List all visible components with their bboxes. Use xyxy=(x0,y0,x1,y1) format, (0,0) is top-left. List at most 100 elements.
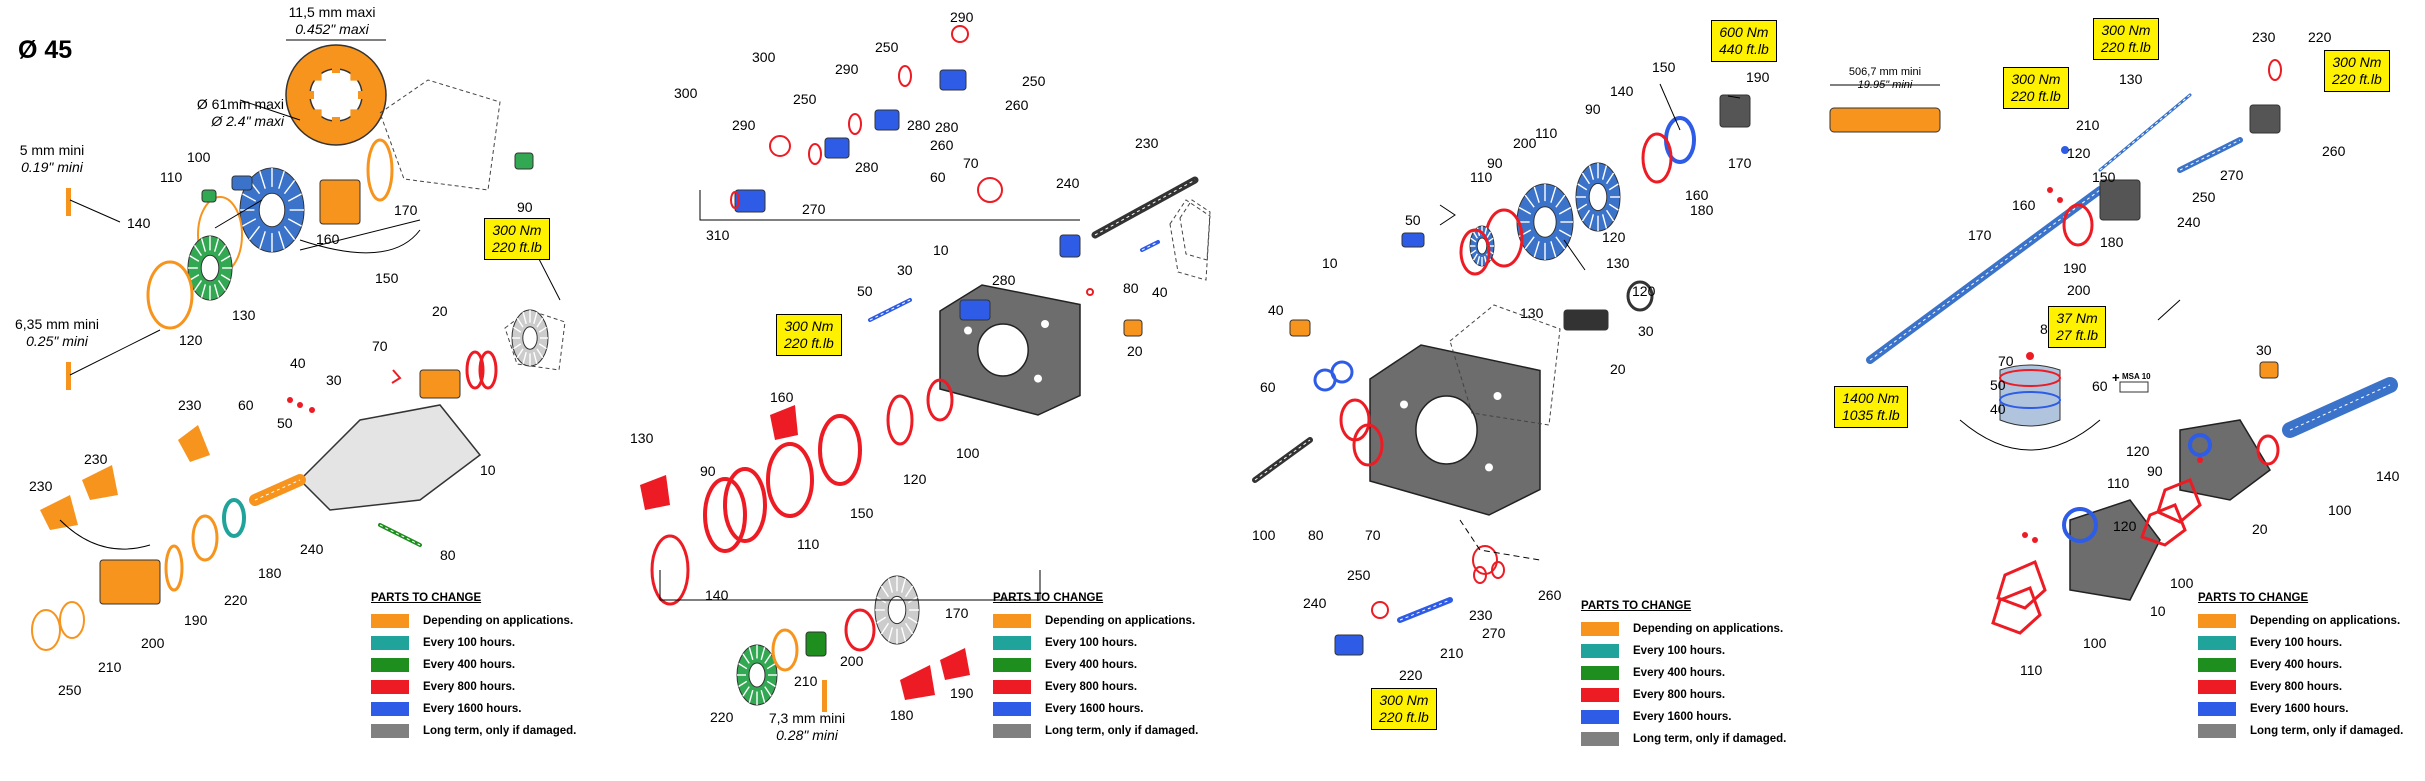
seal-ring xyxy=(808,143,822,165)
part-number-label: 60 xyxy=(930,169,946,185)
torque-ftlb: 1035 ft.lb xyxy=(1842,407,1900,423)
part-number-label: 120 xyxy=(2067,145,2091,161)
gear-part xyxy=(1575,162,1621,232)
dimension-imperial: 0.28" mini xyxy=(776,727,838,743)
legend-swatch xyxy=(371,702,409,716)
gear-tooth xyxy=(512,343,522,350)
shaft-thread xyxy=(1141,241,1159,251)
part-number-label: 250 xyxy=(875,39,899,55)
legend-row: Every 1600 hours. xyxy=(993,698,1198,720)
torque-spec-box: 300 Nm 220 ft.lb xyxy=(776,314,842,356)
gear-tooth xyxy=(880,622,890,635)
part-number-label: 80 xyxy=(1123,280,1139,296)
o-ring-part xyxy=(309,407,315,413)
legend-swatch xyxy=(371,636,409,650)
legend-row: Every 100 hours. xyxy=(371,632,576,654)
gear-tooth xyxy=(738,680,748,688)
legend-row: Depending on applications. xyxy=(993,610,1198,632)
gear-tooth xyxy=(189,255,200,262)
plug-part xyxy=(1123,319,1143,337)
part-number-label: 180 xyxy=(2100,234,2124,250)
torque-spec-box: 1400 Nm 1035 ft.lb xyxy=(1834,386,1908,428)
part-number-label: 140 xyxy=(127,215,151,231)
part-number-label: 220 xyxy=(1399,667,1423,683)
gear-tooth xyxy=(1558,229,1572,238)
seal-ring xyxy=(730,191,740,209)
part-number-label: 60 xyxy=(238,397,254,413)
part-number-label: 130 xyxy=(2119,71,2143,87)
bracket-line xyxy=(59,519,151,550)
seal-ring xyxy=(926,378,954,422)
legend-row: Depending on applications. xyxy=(371,610,576,632)
ghost-housing-outline xyxy=(1179,199,1211,261)
gear-part xyxy=(239,167,305,253)
seal-ring xyxy=(1999,369,2061,387)
part-number-label: 40 xyxy=(1152,284,1168,300)
seal-ring xyxy=(1996,559,2047,610)
part-number-label: 220 xyxy=(2308,29,2332,45)
ghost-housing-outline xyxy=(379,79,501,191)
o-ring-part xyxy=(2022,532,2028,538)
bracket-part xyxy=(900,665,935,700)
o-ring-part xyxy=(2032,537,2038,543)
tool-label: MSA 10 xyxy=(2122,372,2151,381)
o-ring-part xyxy=(2197,457,2203,463)
legend-row: Every 1600 hours. xyxy=(1581,706,1786,728)
shaft-part xyxy=(1563,309,1609,331)
part-number-label: 250 xyxy=(1022,73,1046,89)
legend-swatch xyxy=(993,680,1031,694)
gear-tooth xyxy=(900,627,907,642)
gear-tooth xyxy=(283,225,296,241)
part-number-label: 270 xyxy=(802,201,826,217)
o-ring-part xyxy=(297,402,303,408)
torque-nm: 300 Nm xyxy=(2332,54,2382,70)
gear-tooth xyxy=(220,255,231,262)
dimension-callout-thickness: 11,5 mm maxi 0.452" maxi xyxy=(262,4,402,38)
legend-label: Depending on applications. xyxy=(2250,615,2401,627)
gear-tooth xyxy=(1601,165,1608,180)
legend-row: Every 100 hours. xyxy=(993,632,1198,654)
plug-part xyxy=(514,152,534,170)
seal-ring xyxy=(1472,545,1498,575)
part-number-label: 200 xyxy=(2067,282,2091,298)
gear-tooth xyxy=(907,616,918,624)
spline-tooth xyxy=(350,109,359,118)
gear-tooth xyxy=(1533,241,1540,258)
bushing-part xyxy=(1059,234,1081,258)
part-number-label: 110 xyxy=(1535,125,1558,141)
legend-heading: PARTS TO CHANGE xyxy=(993,592,1104,604)
torque-ftlb: 220 ft.lb xyxy=(492,239,542,255)
torque-nm: 300 Nm xyxy=(784,318,834,334)
legend-heading: PARTS TO CHANGE xyxy=(2198,592,2309,604)
legend-label: Depending on applications. xyxy=(1045,615,1196,627)
part-number-label: 150 xyxy=(850,505,874,521)
gear-tooth xyxy=(217,244,227,256)
parts-to-change-legend: PARTS TO CHANGE Depending on applications… xyxy=(993,592,1198,742)
pump-housing-body xyxy=(1369,344,1541,516)
legend-swatch xyxy=(993,724,1031,738)
seal-ring xyxy=(1999,391,2061,409)
part-number-label: 90 xyxy=(700,463,716,479)
gear-tooth xyxy=(766,662,776,670)
part-number-label: 100 xyxy=(2170,575,2194,591)
part-number-label: 200 xyxy=(840,653,864,669)
part-number-label: 240 xyxy=(2177,214,2201,230)
legend-label: Every 1600 hours. xyxy=(2250,703,2349,715)
shaft-thread xyxy=(1254,439,1311,481)
part-number-label: 170 xyxy=(1728,155,1752,171)
torque-ftlb: 220 ft.lb xyxy=(2101,39,2151,55)
gear-tooth xyxy=(1524,236,1535,250)
bracket-part xyxy=(82,465,118,500)
part-number-label: 230 xyxy=(2252,29,2276,45)
gear-tooth xyxy=(887,578,894,593)
gear-tooth xyxy=(538,343,548,350)
part-number-label: 70 xyxy=(963,155,979,171)
seal-ring xyxy=(1330,360,1354,384)
gear-tooth xyxy=(533,311,538,324)
part-number-label: 60 xyxy=(1260,379,1276,395)
leader-line xyxy=(1563,239,1586,271)
valve-body-part xyxy=(734,189,766,213)
dimension-callout-min-73mm: 7,3 mm mini 0.28" mini xyxy=(752,710,862,744)
